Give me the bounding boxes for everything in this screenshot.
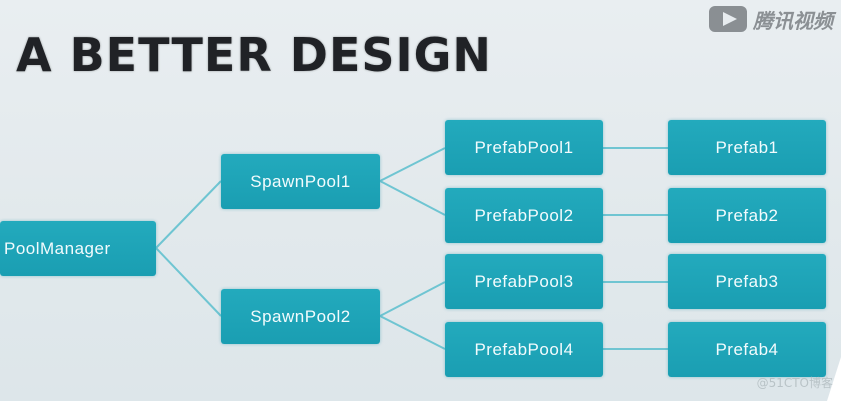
footer-watermark: @51CTO博客 [756,376,833,390]
video-watermark: 腾讯视频 [709,4,833,34]
slide-title: A BETTER DESIGN [16,28,492,82]
node-spawn-pool-1: SpawnPool1 [221,154,380,209]
node-prefab-pool-4: PrefabPool4 [445,322,603,377]
link-sp2-pp4 [379,315,446,350]
slide-corner-decoration [827,357,841,401]
node-prefab-1: Prefab1 [668,120,826,175]
play-logo-icon [709,6,747,32]
link-sp1-pp2 [379,180,446,216]
link-sp1-pp1 [379,147,446,182]
node-prefab-4: Prefab4 [668,322,826,377]
node-prefab-pool-2: PrefabPool2 [445,188,603,243]
watermark-text: 腾讯视频 [753,8,833,33]
node-prefab-pool-1: PrefabPool1 [445,120,603,175]
node-spawn-pool-2: SpawnPool2 [221,289,380,344]
link-pm-sp2 [155,247,222,317]
node-pool-manager: PoolManager [0,221,156,276]
node-prefab-pool-3: PrefabPool3 [445,254,603,309]
link-sp2-pp3 [379,281,446,317]
node-prefab-3: Prefab3 [668,254,826,309]
link-pm-sp1 [155,180,222,249]
node-prefab-2: Prefab2 [668,188,826,243]
